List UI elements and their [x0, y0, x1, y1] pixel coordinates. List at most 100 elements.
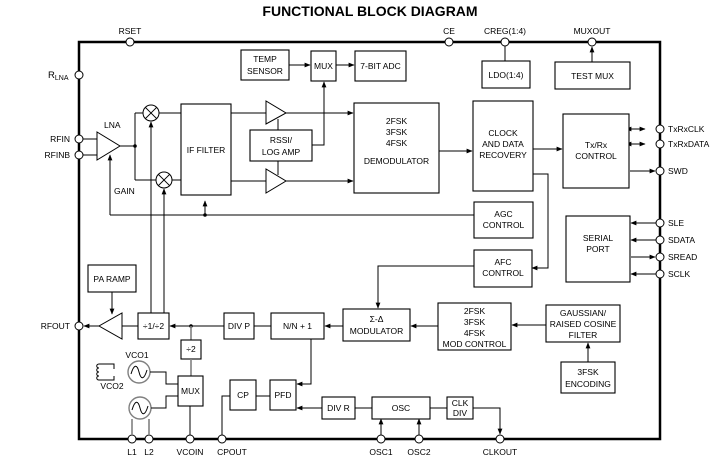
block-sigma-delta-modulator: Σ-Δ MODULATOR — [342, 308, 411, 342]
block-osc: OSC — [371, 396, 431, 420]
svg-text:ENCODING: ENCODING — [565, 379, 611, 389]
diagram-title: FUNCTIONAL BLOCK DIAGRAM — [262, 3, 477, 19]
svg-text:CONTROL: CONTROL — [483, 220, 525, 230]
block-pa-ramp: PA RAMP — [87, 264, 137, 293]
pin-label-creg: CREG(1:4) — [484, 26, 526, 36]
vco2-label: VCO2 — [100, 381, 123, 391]
pin-ce: CE — [443, 26, 455, 47]
pin-label-sread: SREAD — [668, 252, 697, 262]
block-gaussian-filter: GAUSSIAN/ RAISED COSINE FILTER — [545, 304, 621, 343]
pin-rset: RSET — [119, 26, 141, 47]
block-cp: CP — [229, 379, 257, 411]
svg-text:÷2: ÷2 — [186, 344, 196, 354]
block-div-2: ÷2 — [180, 339, 202, 360]
pin-label-muxout: MUXOUT — [574, 26, 611, 36]
block-if-filter: IF FILTER — [180, 103, 232, 196]
gain-label: GAIN — [114, 186, 135, 196]
inductor-icon — [96, 363, 115, 381]
pin-label-sle: SLE — [668, 218, 684, 228]
svg-text:TEST MUX: TEST MUX — [571, 71, 614, 81]
pin-sdata: SDATA — [630, 235, 695, 245]
pin-sle: SLE — [630, 218, 684, 228]
block-clock-data-recovery: CLOCK AND DATA RECOVERY — [472, 100, 534, 192]
pin-label-cpout: CPOUT — [217, 447, 247, 457]
block-pfd: PFD — [269, 379, 297, 411]
pin-label-txrxdata: TxRxDATA — [668, 139, 710, 149]
svg-text:PA RAMP: PA RAMP — [93, 274, 130, 284]
block-mod-control: 2FSK 3FSK 4FSK MOD CONTROL — [437, 302, 512, 351]
svg-text:SENSOR: SENSOR — [247, 66, 283, 76]
svg-text:IF FILTER: IF FILTER — [187, 145, 226, 155]
svg-text:FILTER: FILTER — [569, 330, 598, 340]
svg-text:3FSK: 3FSK — [464, 317, 486, 327]
block-clk-div: CLK DIV — [446, 396, 474, 420]
lna-amplifier: LNA — [96, 120, 121, 161]
pin-label-swd: SWD — [668, 166, 688, 176]
pin-label-txrxclk: TxRxCLK — [668, 124, 705, 134]
pin-label-l2: L2 — [144, 447, 154, 457]
pin-txrxclk: TxRxCLK — [625, 124, 705, 134]
vco1-oscillator: VCO1 — [125, 350, 151, 384]
block-txrx-control: Tx/Rx CONTROL — [562, 113, 630, 189]
pin-label-l1: L1 — [127, 447, 137, 457]
svg-text:AFC: AFC — [495, 257, 512, 267]
block-mux-vco: MUX — [177, 375, 204, 407]
svg-text:Tx/Rx: Tx/Rx — [585, 140, 608, 150]
svg-text:÷1/÷2: ÷1/÷2 — [143, 321, 164, 331]
pin-label-vcoin: VCOIN — [177, 447, 204, 457]
pin-osc1: OSC1 — [369, 418, 393, 457]
pin-label-osc2: OSC2 — [407, 447, 430, 457]
pin-label-clkout: CLKOUT — [483, 447, 517, 457]
block-temp-sensor: TEMP SENSOR — [240, 49, 290, 81]
pin-sread: SREAD — [631, 252, 697, 262]
if-amp-q — [265, 168, 287, 194]
pin-sclk: SCLK — [630, 269, 691, 279]
block-3fsk-encoding: 3FSK ENCODING — [560, 361, 616, 394]
pin-txrxdata: TxRxDATA — [625, 139, 710, 149]
svg-text:AND DATA: AND DATA — [482, 139, 524, 149]
svg-text:DEMODULATOR: DEMODULATOR — [364, 156, 429, 166]
pin-label-osc1: OSC1 — [369, 447, 392, 457]
pin-osc2: OSC2 — [407, 418, 431, 457]
pin-rfout: RFOUT — [41, 321, 84, 331]
svg-text:3FSK: 3FSK — [577, 367, 599, 377]
svg-text:RECOVERY: RECOVERY — [479, 150, 527, 160]
mixer-q — [155, 171, 173, 189]
pa-amplifier — [97, 312, 123, 340]
svg-text:GAUSSIAN/: GAUSSIAN/ — [560, 308, 607, 318]
pin-label-rfin: RFIN — [50, 134, 70, 144]
svg-text:2FSK: 2FSK — [386, 116, 408, 126]
svg-text:CLOCK: CLOCK — [488, 128, 518, 138]
svg-text:4FSK: 4FSK — [464, 328, 486, 338]
block-div-1-2: ÷1/÷2 — [137, 312, 170, 340]
pin-rfin: RFIN — [50, 134, 97, 144]
block-afc-control: AFC CONTROL — [473, 249, 533, 288]
svg-text:CONTROL: CONTROL — [575, 151, 617, 161]
pin-label-rlna: RLNA — [48, 70, 69, 82]
svg-text:4FSK: 4FSK — [386, 138, 408, 148]
pin-l2: L2 — [144, 434, 154, 457]
svg-text:CP: CP — [237, 390, 249, 400]
pin-muxout: MUXOUT — [574, 26, 611, 62]
block-div-p: DIV P — [223, 312, 255, 340]
svg-text:2FSK: 2FSK — [464, 306, 486, 316]
svg-text:DIV: DIV — [453, 408, 468, 418]
svg-text:DIV P: DIV P — [228, 321, 251, 331]
pin-creg: CREG(1:4) — [484, 26, 526, 62]
pin-clkout: CLKOUT — [483, 434, 517, 457]
mixer-i — [142, 104, 160, 122]
svg-text:AGC: AGC — [494, 209, 512, 219]
pin-label-sdata: SDATA — [668, 235, 695, 245]
pin-l1: L1 — [127, 434, 137, 457]
svg-text:Σ-Δ: Σ-Δ — [370, 314, 384, 324]
svg-text:MODULATOR: MODULATOR — [350, 326, 404, 336]
svg-text:MUX: MUX — [314, 61, 333, 71]
block-ldo: LDO(1:4) — [481, 60, 531, 89]
svg-text:7-BIT ADC: 7-BIT ADC — [360, 61, 400, 71]
svg-text:LOG AMP: LOG AMP — [262, 147, 301, 157]
svg-text:MUX: MUX — [181, 386, 200, 396]
block-demodulator: 2FSK 3FSK 4FSK DEMODULATOR — [353, 102, 440, 194]
svg-text:CLK: CLK — [452, 398, 469, 408]
pin-rfinb: RFINB — [45, 150, 97, 160]
